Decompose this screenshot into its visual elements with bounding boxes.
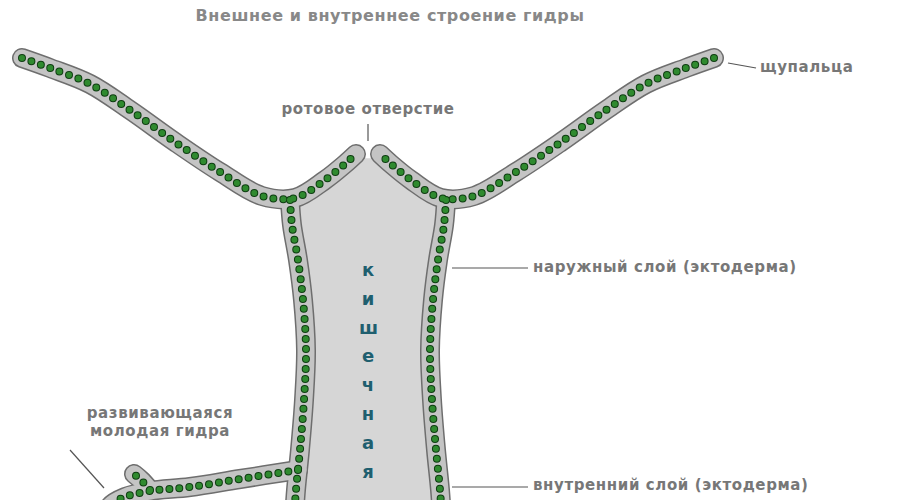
cavity-label: кишечная (359, 256, 377, 486)
endoderm-label: внутренний слой (эктодерма) (533, 476, 893, 494)
leader-line (70, 450, 104, 488)
body-wall-outline (22, 58, 356, 199)
endoderm-cell (290, 200, 306, 500)
leader-line (728, 63, 756, 68)
endoderm-cell (430, 200, 446, 500)
endoderm-cell-rim (22, 58, 356, 199)
ectoderm-layer (134, 474, 150, 490)
title: Внешнее и внутреннее строение гидры (90, 6, 690, 25)
endoderm-cell (380, 58, 714, 199)
ectoderm-layer (22, 58, 356, 199)
endoderm-cell (106, 470, 298, 500)
ectoderm-layer (430, 200, 446, 500)
ectoderm-layer (106, 470, 298, 500)
body-wall-outline (290, 200, 306, 500)
endoderm-cell-rim (106, 470, 298, 500)
endoderm-cell (134, 474, 150, 490)
endoderm-cell-rim (22, 58, 714, 500)
body-wall-outline (430, 200, 446, 500)
endoderm-cell-rim (290, 200, 306, 500)
ectoderm-layer (290, 200, 306, 500)
bud-label: развивающаяся молодая гидра (55, 404, 265, 440)
leader-line (452, 267, 528, 268)
gut-cavity (289, 158, 446, 500)
endoderm-cell-rim (430, 200, 446, 500)
body-wall-outline (106, 470, 298, 500)
leader-line (367, 124, 368, 141)
endoderm-cell-rim (134, 474, 150, 490)
leader-line (452, 486, 528, 487)
endoderm-cell (22, 58, 714, 500)
endoderm-cell-rim (380, 58, 714, 199)
ectoderm-label: наружный слой (эктодерма) (533, 258, 893, 276)
tentacle-label: щупальца (760, 58, 895, 76)
endoderm-cell (22, 58, 356, 199)
body-wall-outline (380, 58, 714, 199)
body-wall-outline (22, 58, 714, 500)
mouth-label: ротовое отверстие (228, 100, 508, 118)
ectoderm-layer (22, 58, 714, 500)
ectoderm-layer (380, 58, 714, 199)
